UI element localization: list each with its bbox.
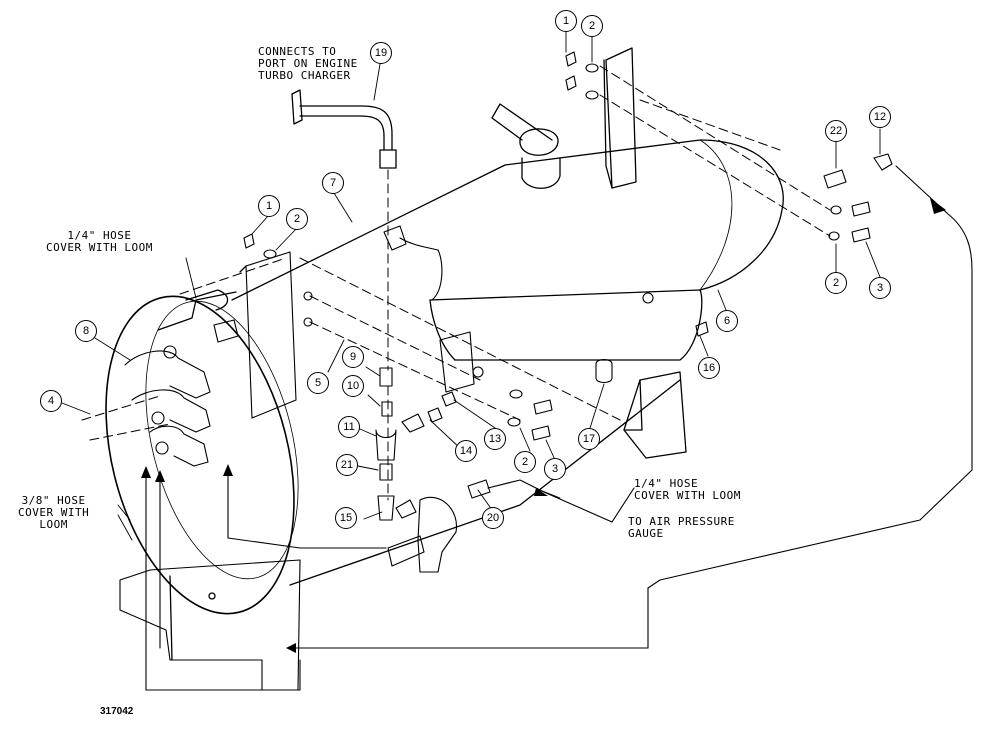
assembly-dashed-lines bbox=[81, 65, 831, 501]
arrow-heads bbox=[141, 198, 946, 653]
callout-3: 3 bbox=[544, 458, 566, 480]
air-tank bbox=[105, 47, 784, 691]
callout-22: 22 bbox=[825, 120, 847, 142]
callout-13: 13 bbox=[484, 428, 506, 450]
callout-2: 2 bbox=[286, 208, 308, 230]
three-eighths-hose-note: 3/8" HOSE COVER WITH LOOM bbox=[18, 494, 90, 531]
turbo-hose bbox=[291, 89, 397, 169]
callout-1: 1 bbox=[555, 10, 577, 32]
callout-21: 21 bbox=[336, 454, 358, 476]
figure-number: 317042 bbox=[100, 706, 134, 717]
right-fittings bbox=[243, 51, 893, 441]
callout-7: 7 bbox=[322, 172, 344, 194]
quarter-inch-hose-note-right: 1/4" HOSE COVER WITH LOOM bbox=[634, 477, 741, 502]
callout-9: 9 bbox=[342, 346, 364, 368]
callout-5: 5 bbox=[307, 372, 329, 394]
turbo-connection-note: CONNECTS TO PORT ON ENGINE TURBO CHARGER bbox=[258, 45, 358, 82]
callout-17: 17 bbox=[578, 428, 600, 450]
quarter-inch-hose-note-left: 1/4" HOSE COVER WITH LOOM bbox=[46, 229, 153, 254]
callout-8: 8 bbox=[75, 320, 97, 342]
callout-6: 6 bbox=[716, 310, 738, 332]
callout-20: 20 bbox=[482, 507, 504, 529]
callout-1: 1 bbox=[258, 195, 280, 217]
callout-15: 15 bbox=[335, 507, 357, 529]
callout-3: 3 bbox=[869, 277, 891, 299]
callout-10: 10 bbox=[342, 375, 364, 397]
callout-19: 19 bbox=[370, 42, 392, 64]
callout-2: 2 bbox=[581, 15, 603, 37]
leader-lines bbox=[61, 30, 881, 541]
center-fittings bbox=[375, 225, 491, 573]
callout-2: 2 bbox=[825, 272, 847, 294]
callout-14: 14 bbox=[455, 440, 477, 462]
callout-16: 16 bbox=[698, 357, 720, 379]
callout-11: 11 bbox=[338, 416, 360, 438]
callout-4: 4 bbox=[40, 390, 62, 412]
callout-12: 12 bbox=[869, 106, 891, 128]
hose-routing-lines bbox=[145, 165, 973, 691]
callout-2: 2 bbox=[514, 451, 536, 473]
valve-cluster bbox=[124, 319, 239, 467]
air-pressure-gauge-note: TO AIR PRESSURE GAUGE bbox=[628, 515, 735, 540]
